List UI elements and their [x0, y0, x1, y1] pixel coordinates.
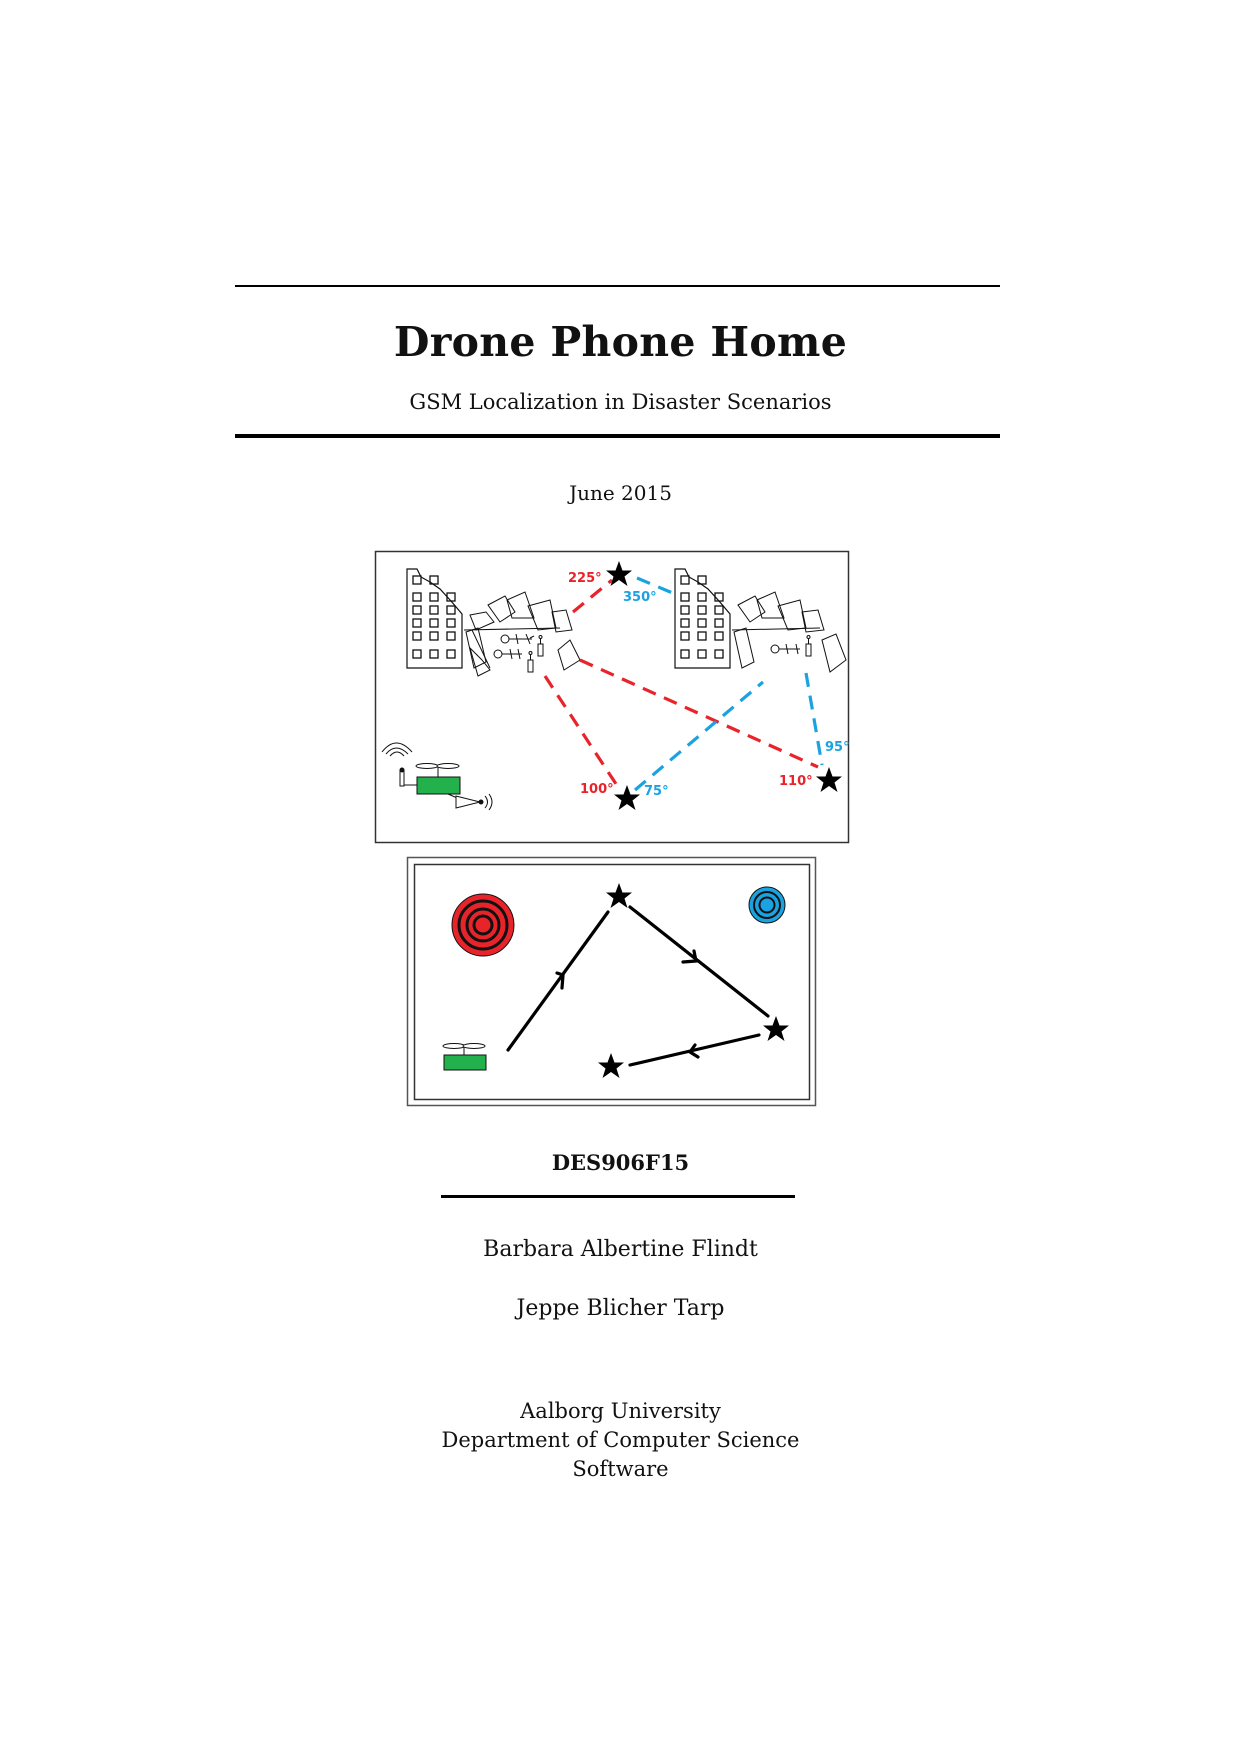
flight-path-lines	[506, 905, 770, 1067]
drone-icon	[381, 742, 493, 811]
collapsed-building-left	[406, 568, 581, 677]
angle-label: 95°	[825, 740, 850, 755]
angle-label: 100°	[580, 782, 614, 797]
angle-label: 350°	[623, 590, 657, 605]
path-waypoint-stars	[598, 883, 789, 1078]
star-icon	[606, 561, 632, 586]
measurement-point-stars	[606, 561, 842, 810]
top-rule	[235, 285, 1000, 287]
title-thick-rule	[235, 434, 1000, 438]
document-date: June 2015	[569, 481, 672, 505]
red-target-icon	[451, 893, 515, 957]
star-icon	[763, 1016, 789, 1041]
project-code-rule	[441, 1195, 795, 1198]
star-icon	[816, 767, 842, 792]
document-title: Drone Phone Home	[393, 318, 848, 366]
angle-label: 75°	[644, 784, 669, 799]
project-code: DES906F15	[551, 1150, 690, 1175]
angle-label: 110°	[779, 774, 813, 789]
author-2: Jeppe Blicher Tarp	[516, 1296, 725, 1321]
collapsed-building-right	[674, 568, 847, 673]
affiliation-program: Software	[572, 1457, 669, 1481]
flight-path-figure	[406, 856, 817, 1107]
affiliation-department: Department of Computer Science	[441, 1428, 800, 1452]
author-1: Barbara Albertine Flindt	[483, 1237, 758, 1262]
star-icon	[598, 1053, 624, 1078]
red-bearing-lines	[543, 578, 819, 791]
star-icon	[614, 785, 640, 810]
blue-target-icon	[748, 886, 786, 924]
affiliation-university: Aalborg University	[520, 1399, 721, 1423]
star-icon	[606, 883, 632, 908]
document-subtitle: GSM Localization in Disaster Scenarios	[409, 390, 832, 414]
drone-icon	[442, 1043, 487, 1071]
blue-bearing-lines	[633, 576, 824, 792]
triangulation-figure: 225° 350° 100° 75° 110° 95°	[374, 550, 850, 844]
angle-label: 225°	[568, 571, 602, 586]
